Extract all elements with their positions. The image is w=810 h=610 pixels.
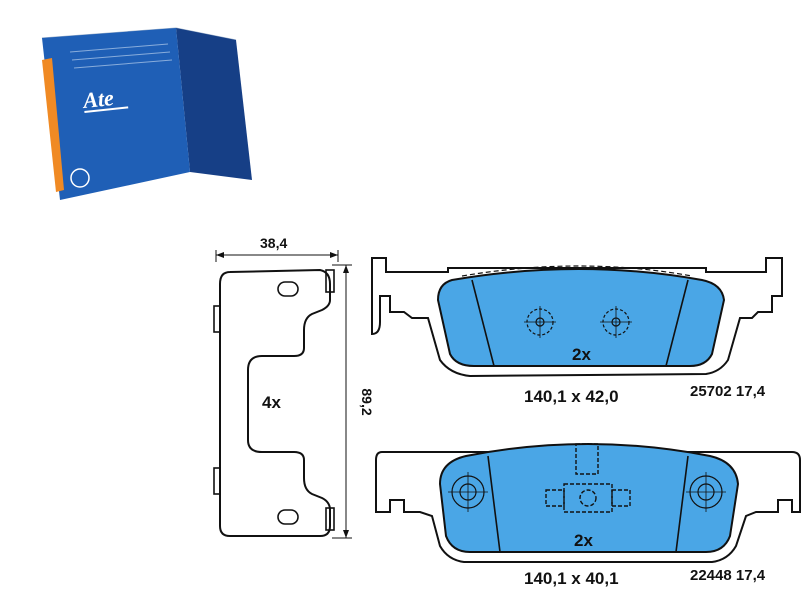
pad-1-friction-material <box>436 268 726 367</box>
spring-width-label: 38,4 <box>260 235 287 251</box>
spring-drawing: 38,4 89,2 4x <box>213 235 375 539</box>
spring-slot-top <box>277 281 299 297</box>
pad-1-drawing: 2x 140,1 x 42,0 25702 17,4 <box>371 257 783 406</box>
pad-1-wear-line <box>461 265 693 277</box>
box-front-face <box>42 28 190 200</box>
pad-2-quantity-label: 2x <box>574 531 593 550</box>
box-print-lines <box>69 43 173 69</box>
pad-2-backing-plate <box>375 451 801 563</box>
box-orange-strip <box>42 58 64 192</box>
spring-outline <box>219 268 331 537</box>
pad-1-part-label: 25702 17,4 <box>690 383 766 400</box>
pad-1-pin-right-icon <box>600 306 632 338</box>
brand-logo: Ate <box>80 85 129 113</box>
spring-quantity-label: 4x <box>262 393 281 412</box>
spring-width-dimension: 38,4 <box>215 235 339 262</box>
pad-1-backing-plate <box>371 257 783 378</box>
pad-2-pin-right-icon <box>686 472 726 512</box>
box-side-face <box>176 28 252 180</box>
pad-2-center-clip-icon <box>545 443 631 513</box>
spring-height-dimension: 89,2 <box>332 264 375 539</box>
spring-tabs <box>213 269 335 531</box>
pad-2-chamfer-left <box>487 455 501 553</box>
pad-1-pin-left-icon <box>524 306 556 338</box>
pad-1-quantity-label: 2x <box>572 345 591 364</box>
product-box: Ate <box>41 27 252 200</box>
pad-2-dimensions-label: 140,1 x 40,1 <box>524 569 619 588</box>
pad-2-part-label: 22448 17,4 <box>690 567 766 584</box>
spring-height-label: 89,2 <box>359 388 375 415</box>
pad-1-chamfer-right <box>665 279 689 367</box>
spring-slot-bottom <box>277 509 299 525</box>
pad-1-chamfer-left <box>471 279 495 367</box>
pad-2-friction-material <box>438 443 740 553</box>
pad-2-drawing: 2x 140,1 x 40,1 22448 17,4 <box>375 443 801 588</box>
pad-2-pin-left-icon <box>448 472 488 512</box>
pad-1-dimensions-label: 140,1 x 42,0 <box>524 387 619 406</box>
certification-badge-icon <box>70 168 90 188</box>
pad-2-chamfer-right <box>675 455 689 553</box>
